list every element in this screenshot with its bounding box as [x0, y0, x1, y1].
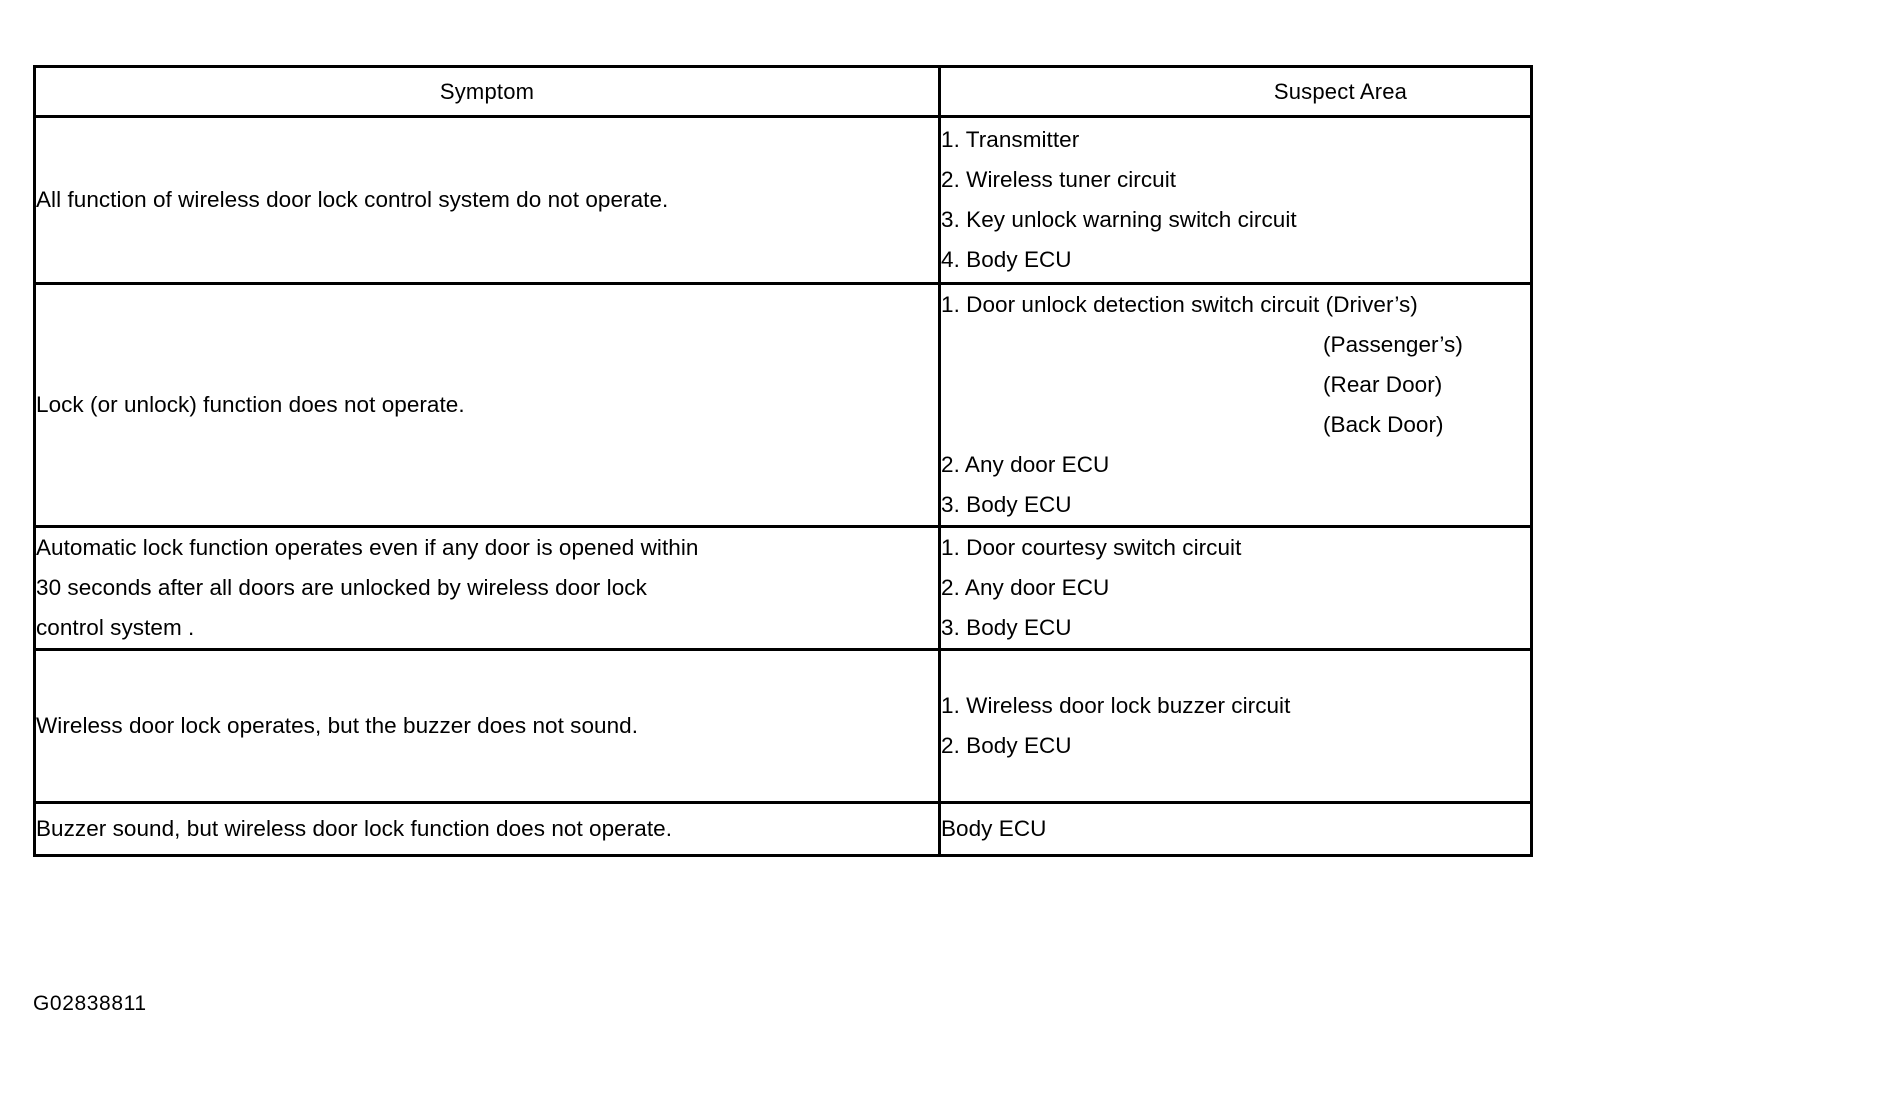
symptom-cell: Buzzer sound, but wireless door lock fun… [33, 801, 941, 857]
column-header-symptom: Symptom [33, 65, 941, 118]
suspect-area-item: 3. Key unlock warning switch circuit [941, 207, 1297, 232]
suspect-area-cell: 1. Door courtesy switch circuit 2. Any do… [938, 525, 1533, 651]
suspect-area-item: 3. Body ECU [941, 615, 1072, 640]
suspect-area-cell: Body ECU [938, 801, 1533, 857]
symptom-cell: Automatic lock function operates even if… [33, 525, 941, 651]
table-row: Automatic lock function operates even if… [33, 525, 1533, 651]
symptom-cell: Lock (or unlock) function does not opera… [33, 282, 941, 528]
suspect-area-sub-item: (Back Door) [1323, 412, 1444, 437]
suspect-area-item: 1. Transmitter [941, 127, 1080, 152]
suspect-area-item: 2. Body ECU [941, 733, 1072, 758]
column-header-suspect-area-label: Suspect Area [1273, 78, 1408, 104]
suspect-area-sub-item: (Rear Door) [1323, 372, 1443, 397]
suspect-area-cell: 1. Door unlock detection switch circuit … [938, 282, 1533, 528]
table-row: Wireless door lock operates, but the buz… [33, 648, 1533, 804]
symptom-text-line: All function of wireless door lock contr… [36, 187, 669, 212]
symptom-text-line: control system . [36, 615, 195, 640]
symptom-text-line: Automatic lock function operates even if… [36, 535, 699, 560]
table-body: All function of wireless door lock contr… [33, 115, 1533, 857]
column-header-symptom-label: Symptom [439, 78, 535, 104]
suspect-area-cell: 1. Wireless door lock buzzer circuit 2. B… [938, 648, 1533, 804]
symptom-text-line: Wireless door lock operates, but the buz… [36, 713, 639, 738]
symptom-suspect-table: Symptom Suspect Area All function of wir… [33, 65, 1533, 857]
symptom-text-line: Lock (or unlock) function does not opera… [36, 392, 465, 417]
figure-code: G02838811 [33, 992, 147, 1015]
suspect-area-item: 1. Door unlock detection switch circuit … [941, 292, 1418, 317]
suspect-area-sub-item: (Passenger’s) [1323, 332, 1463, 357]
suspect-area-item: 1. Door courtesy switch circuit [941, 535, 1242, 560]
table-header: Symptom Suspect Area [33, 65, 1533, 118]
symptom-cell: All function of wireless door lock contr… [33, 115, 941, 285]
suspect-area-item: 3. Body ECU [941, 492, 1072, 517]
table-row: All function of wireless door lock contr… [33, 115, 1533, 285]
column-header-suspect-area: Suspect Area [938, 65, 1533, 118]
suspect-area-item: 2. Any door ECU [941, 575, 1110, 600]
suspect-area-item: 2. Any door ECU [941, 452, 1110, 477]
table-row: Buzzer sound, but wireless door lock fun… [33, 801, 1533, 857]
suspect-area-item: 1. Wireless door lock buzzer circuit [941, 693, 1291, 718]
suspect-area-item: 4. Body ECU [941, 247, 1072, 272]
table-header-row: Symptom Suspect Area [33, 65, 1533, 118]
suspect-area-item: Body ECU [941, 816, 1047, 841]
symptom-text-line: 30 seconds after all doors are unlocked … [36, 575, 647, 600]
suspect-area-cell: 1. Transmitter 2. Wireless tuner circuit 3… [938, 115, 1533, 285]
symptom-text-line: Buzzer sound, but wireless door lock fun… [36, 816, 673, 841]
symptom-cell: Wireless door lock operates, but the buz… [33, 648, 941, 804]
table-row: Lock (or unlock) function does not opera… [33, 282, 1533, 528]
suspect-area-item: 2. Wireless tuner circuit [941, 167, 1177, 192]
